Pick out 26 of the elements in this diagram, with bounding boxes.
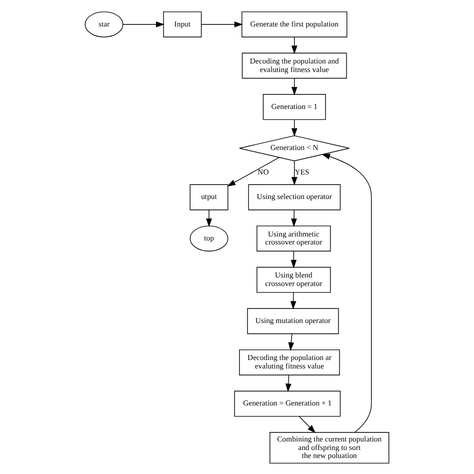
arrow	[227, 156, 280, 186]
node-box: Generate the first population	[242, 10, 348, 37]
arrow	[206, 209, 212, 226]
edge-label: NO	[258, 167, 269, 176]
node-box: Decoding the population ar evaluting fitness value	[239, 348, 340, 375]
node-box: Generation = Generation + 1	[234, 390, 341, 416]
node-box: Using arithmetic crossover operator	[256, 225, 331, 251]
arrow	[322, 153, 372, 432]
node-box: Using selection operator	[248, 184, 341, 210]
arrow	[290, 292, 296, 310]
node-box: utput	[190, 184, 228, 210]
arrow	[298, 416, 316, 433]
arrow	[201, 20, 243, 27]
node-box: Input	[163, 10, 202, 37]
node-box: Combining the current population and offspring to sort the new poluation	[270, 432, 390, 464]
node-ellipse: top	[190, 225, 228, 251]
node-box: Using blend crossover operator	[256, 266, 331, 292]
node-box: Generation = 1	[262, 94, 326, 120]
node-ellipse: star	[84, 10, 124, 37]
arrow	[285, 374, 292, 392]
arrow	[291, 160, 298, 185]
arrow	[291, 209, 297, 226]
node-box: Using mutation operator	[247, 308, 339, 334]
node-box: Decoding the population and evaluting fitness value	[242, 52, 347, 78]
edge-label: YES	[294, 167, 310, 176]
arrow	[122, 20, 164, 27]
